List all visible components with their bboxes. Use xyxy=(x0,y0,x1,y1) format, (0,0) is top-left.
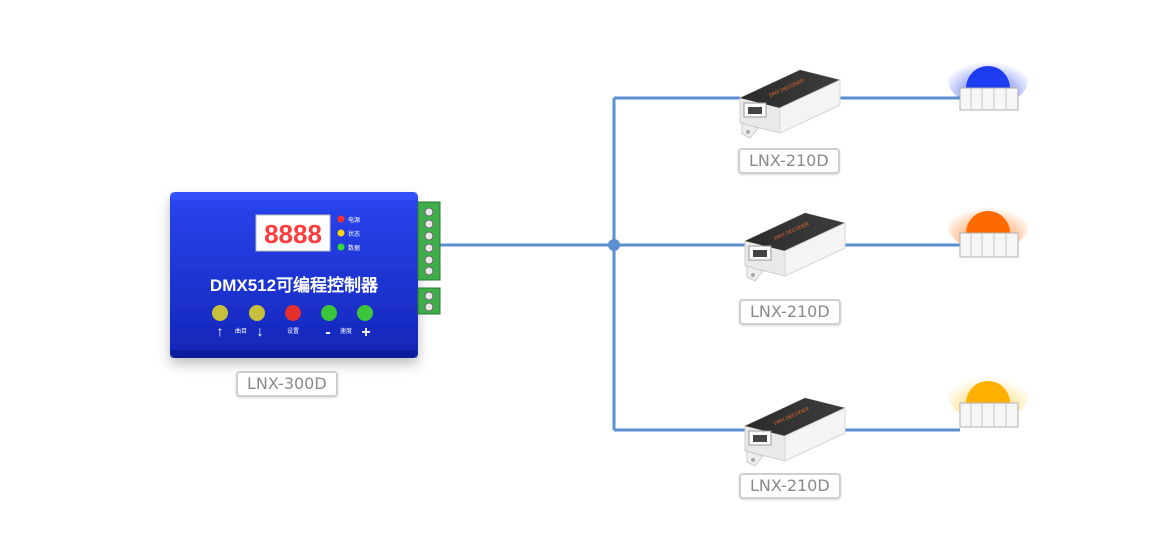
decoder-1-model-label: LNX-210D xyxy=(738,148,840,174)
terminal-block-top xyxy=(417,201,441,281)
led-display xyxy=(255,214,331,252)
light-blue xyxy=(948,54,1028,111)
up-arrow-icon: ↑ xyxy=(217,323,224,339)
decoder-1: DMX DECODER xyxy=(739,69,841,139)
indicator-label-1: 电源 xyxy=(348,216,360,224)
minus-icon: - xyxy=(325,324,330,341)
signal-wires xyxy=(440,96,960,432)
setting-label: 设置 xyxy=(287,327,299,335)
controller-device xyxy=(170,192,418,358)
controller-title: DMX512可编程控制器 xyxy=(210,275,379,295)
decoder-3-model-label: LNX-210D xyxy=(739,473,841,499)
decoder-2: DMX DECODER xyxy=(744,212,846,282)
mode-label: 曲目 xyxy=(235,327,247,335)
decoder-2-model-label: LNX-210D xyxy=(739,299,841,325)
plus-icon: + xyxy=(361,324,370,341)
down-button[interactable] xyxy=(249,305,265,321)
light-orange xyxy=(948,199,1028,258)
speed-label: 速度 xyxy=(340,327,352,335)
decoder-3: DMX DECODER xyxy=(744,397,846,467)
data-led xyxy=(337,243,345,251)
junction-node xyxy=(608,239,620,251)
up-button[interactable] xyxy=(212,305,228,321)
indicator-label-2: 状态 xyxy=(348,230,360,238)
light-yellow xyxy=(948,369,1028,428)
indicator-label-3: 数据 xyxy=(348,244,360,252)
down-arrow-icon: ↓ xyxy=(257,323,264,339)
speed-up-button[interactable] xyxy=(357,305,373,321)
status-indicators: 电源 状态 数据 xyxy=(337,215,360,252)
speed-down-button[interactable] xyxy=(321,305,337,321)
power-led xyxy=(337,215,345,223)
setting-button[interactable] xyxy=(285,305,301,321)
status-led xyxy=(337,229,345,237)
display-digits: 8888 xyxy=(264,219,322,249)
controller-model-label: LNX-300D xyxy=(236,371,338,397)
terminal-block-bottom xyxy=(417,287,441,315)
